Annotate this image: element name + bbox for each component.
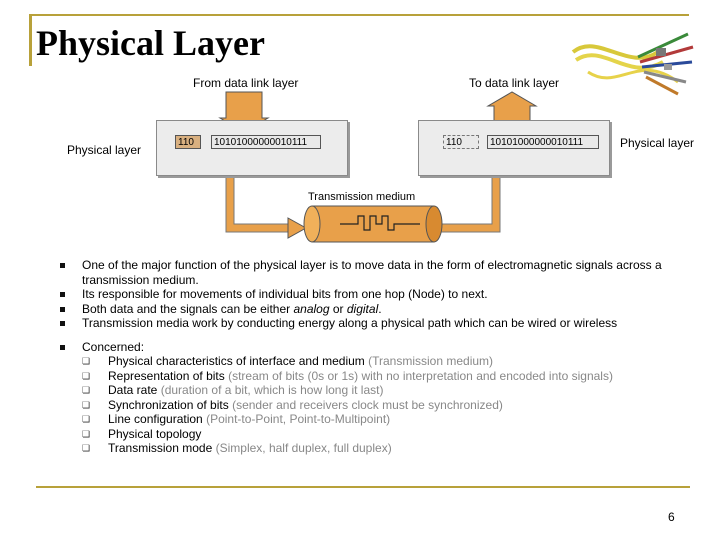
q-bullet-icon: ❏ (82, 385, 91, 395)
arrow-into-medium (225, 172, 290, 233)
square-bullet-icon (60, 263, 65, 268)
slide-frame-bottom (36, 486, 690, 488)
right-physical-layer-box: 110 10101000000010111 (418, 120, 610, 176)
arrow-out-of-medium (440, 172, 501, 233)
q-bullet-icon: ❏ (82, 370, 91, 381)
page-number: 6 (668, 510, 675, 524)
bullet-list: One of the major function of the physica… (60, 258, 700, 456)
q-bullet-icon: ❏ (82, 356, 91, 366)
left-header-segment: 110 (175, 135, 201, 149)
list-item: Its responsible for movements of individ… (60, 287, 700, 302)
list-item: One of the major function of the physica… (60, 258, 700, 287)
right-physical-layer-label: Physical layer (620, 136, 695, 150)
q-bullet-icon: ❏ (82, 414, 91, 424)
list-item: Transmission media work by conducting en… (60, 316, 700, 331)
left-physical-layer-label: Physical layer (67, 143, 142, 157)
slide-frame-top (29, 14, 689, 16)
square-bullet-icon (60, 321, 65, 326)
sub-list-item: ❏Representation of bits (stream of bits … (82, 368, 613, 383)
right-header-segment: 110 (443, 135, 479, 149)
transmission-medium-label: Transmission medium (308, 191, 416, 203)
square-bullet-icon (60, 306, 65, 312)
square-bullet-icon (60, 344, 65, 350)
list-item-concerned: Concerned: (60, 340, 700, 355)
transmission-diagram (218, 91, 538, 243)
q-bullet-icon: ❏ (82, 428, 91, 439)
signal-waveform (340, 215, 420, 231)
bullet-analog-digital: Both data and the signals can be either … (82, 301, 382, 316)
to-data-link-label: To data link layer (469, 76, 560, 90)
slide-frame-left (29, 14, 32, 66)
sub-list-item: ❏Physical characteristics of interface a… (82, 354, 494, 368)
left-physical-layer-box: 110 10101000000010111 (156, 120, 348, 176)
sub-list-item: ❏Transmission mode (Simplex, half duplex… (82, 441, 392, 455)
square-bullet-icon (60, 292, 65, 297)
q-bullet-icon: ❏ (82, 443, 91, 453)
sub-list-item: ❏Line configuration (Point-to-Point, Poi… (82, 412, 391, 426)
sub-list-item: ❏Synchronization of bits (sender and rec… (82, 397, 503, 412)
fiber-cables-image (571, 32, 694, 96)
list-item: Both data and the signals can be either … (60, 302, 700, 317)
sub-list-item: ❏Data rate (duration of a bit, which is … (82, 383, 384, 397)
from-data-link-label: From data link layer (193, 76, 299, 90)
slide-title: Physical Layer (36, 23, 265, 63)
right-bits-segment: 10101000000010111 (487, 135, 599, 149)
q-bullet-icon: ❏ (82, 399, 91, 410)
sub-list-item: ❏Physical topology (82, 426, 202, 441)
left-bits-segment: 10101000000010111 (211, 135, 321, 149)
